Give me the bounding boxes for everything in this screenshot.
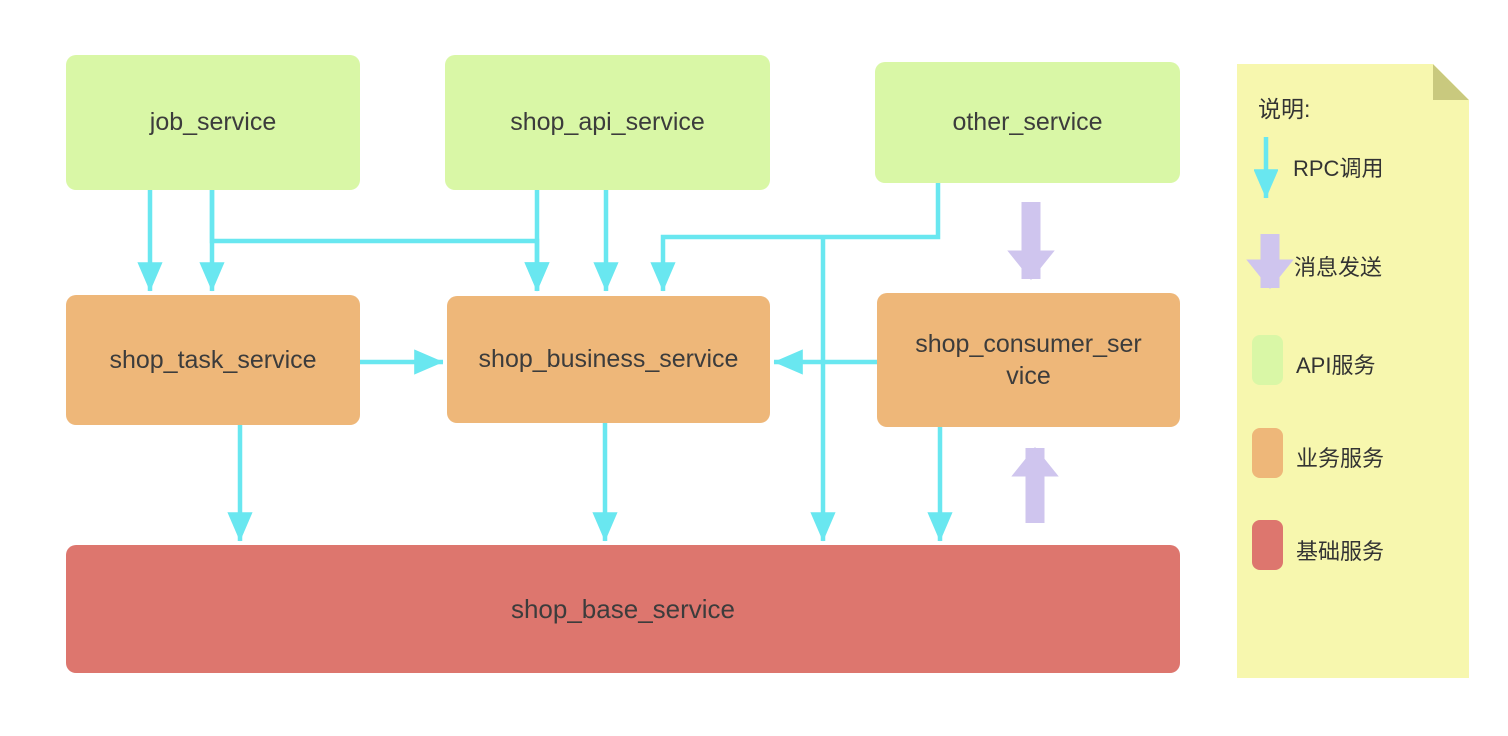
legend-api-label: API服务 — [1296, 353, 1376, 378]
legend-fold-corner-icon — [1433, 64, 1469, 100]
node-label: shop_task_service — [109, 345, 317, 374]
legend-title: 说明: — [1258, 96, 1311, 122]
node-shop-consumer-service: shop_consumer_service — [877, 293, 1180, 427]
node-shop-base-service: shop_base_service — [66, 545, 1180, 673]
legend-panel: 说明: RPC调用 消息发送 API服务 业务服务 基础服务 — [1237, 64, 1469, 678]
node-label: job_service — [149, 108, 277, 136]
node-label: shop_business_service — [478, 345, 739, 373]
base-service-swatch — [1252, 520, 1283, 570]
node-shop-api-service: shop_api_service — [445, 55, 770, 190]
rpc-arrow-icon — [1254, 137, 1278, 199]
node-shop-business-service: shop_business_service — [447, 296, 770, 423]
node-label: shop_consumer_service — [915, 329, 1142, 391]
edge-job-to-business — [209, 190, 550, 292]
api-service-swatch — [1252, 335, 1283, 385]
node-label: shop_api_service — [510, 108, 705, 136]
legend-business-label: 业务服务 — [1296, 446, 1385, 471]
node-other-service: other_service — [875, 62, 1180, 183]
node-label: other_service — [952, 108, 1103, 136]
edge-other-to-business — [650, 183, 941, 292]
legend-rpc-label: RPC调用 — [1293, 156, 1384, 181]
message-arrow-icon — [1246, 234, 1294, 289]
legend-base-label: 基础服务 — [1296, 539, 1385, 564]
legend-message-label: 消息发送 — [1294, 255, 1383, 280]
node-job-service: job_service — [66, 55, 360, 190]
node-label: shop_base_service — [510, 593, 736, 624]
node-shop-task-service: shop_task_service — [66, 295, 360, 425]
business-service-swatch — [1252, 428, 1283, 478]
